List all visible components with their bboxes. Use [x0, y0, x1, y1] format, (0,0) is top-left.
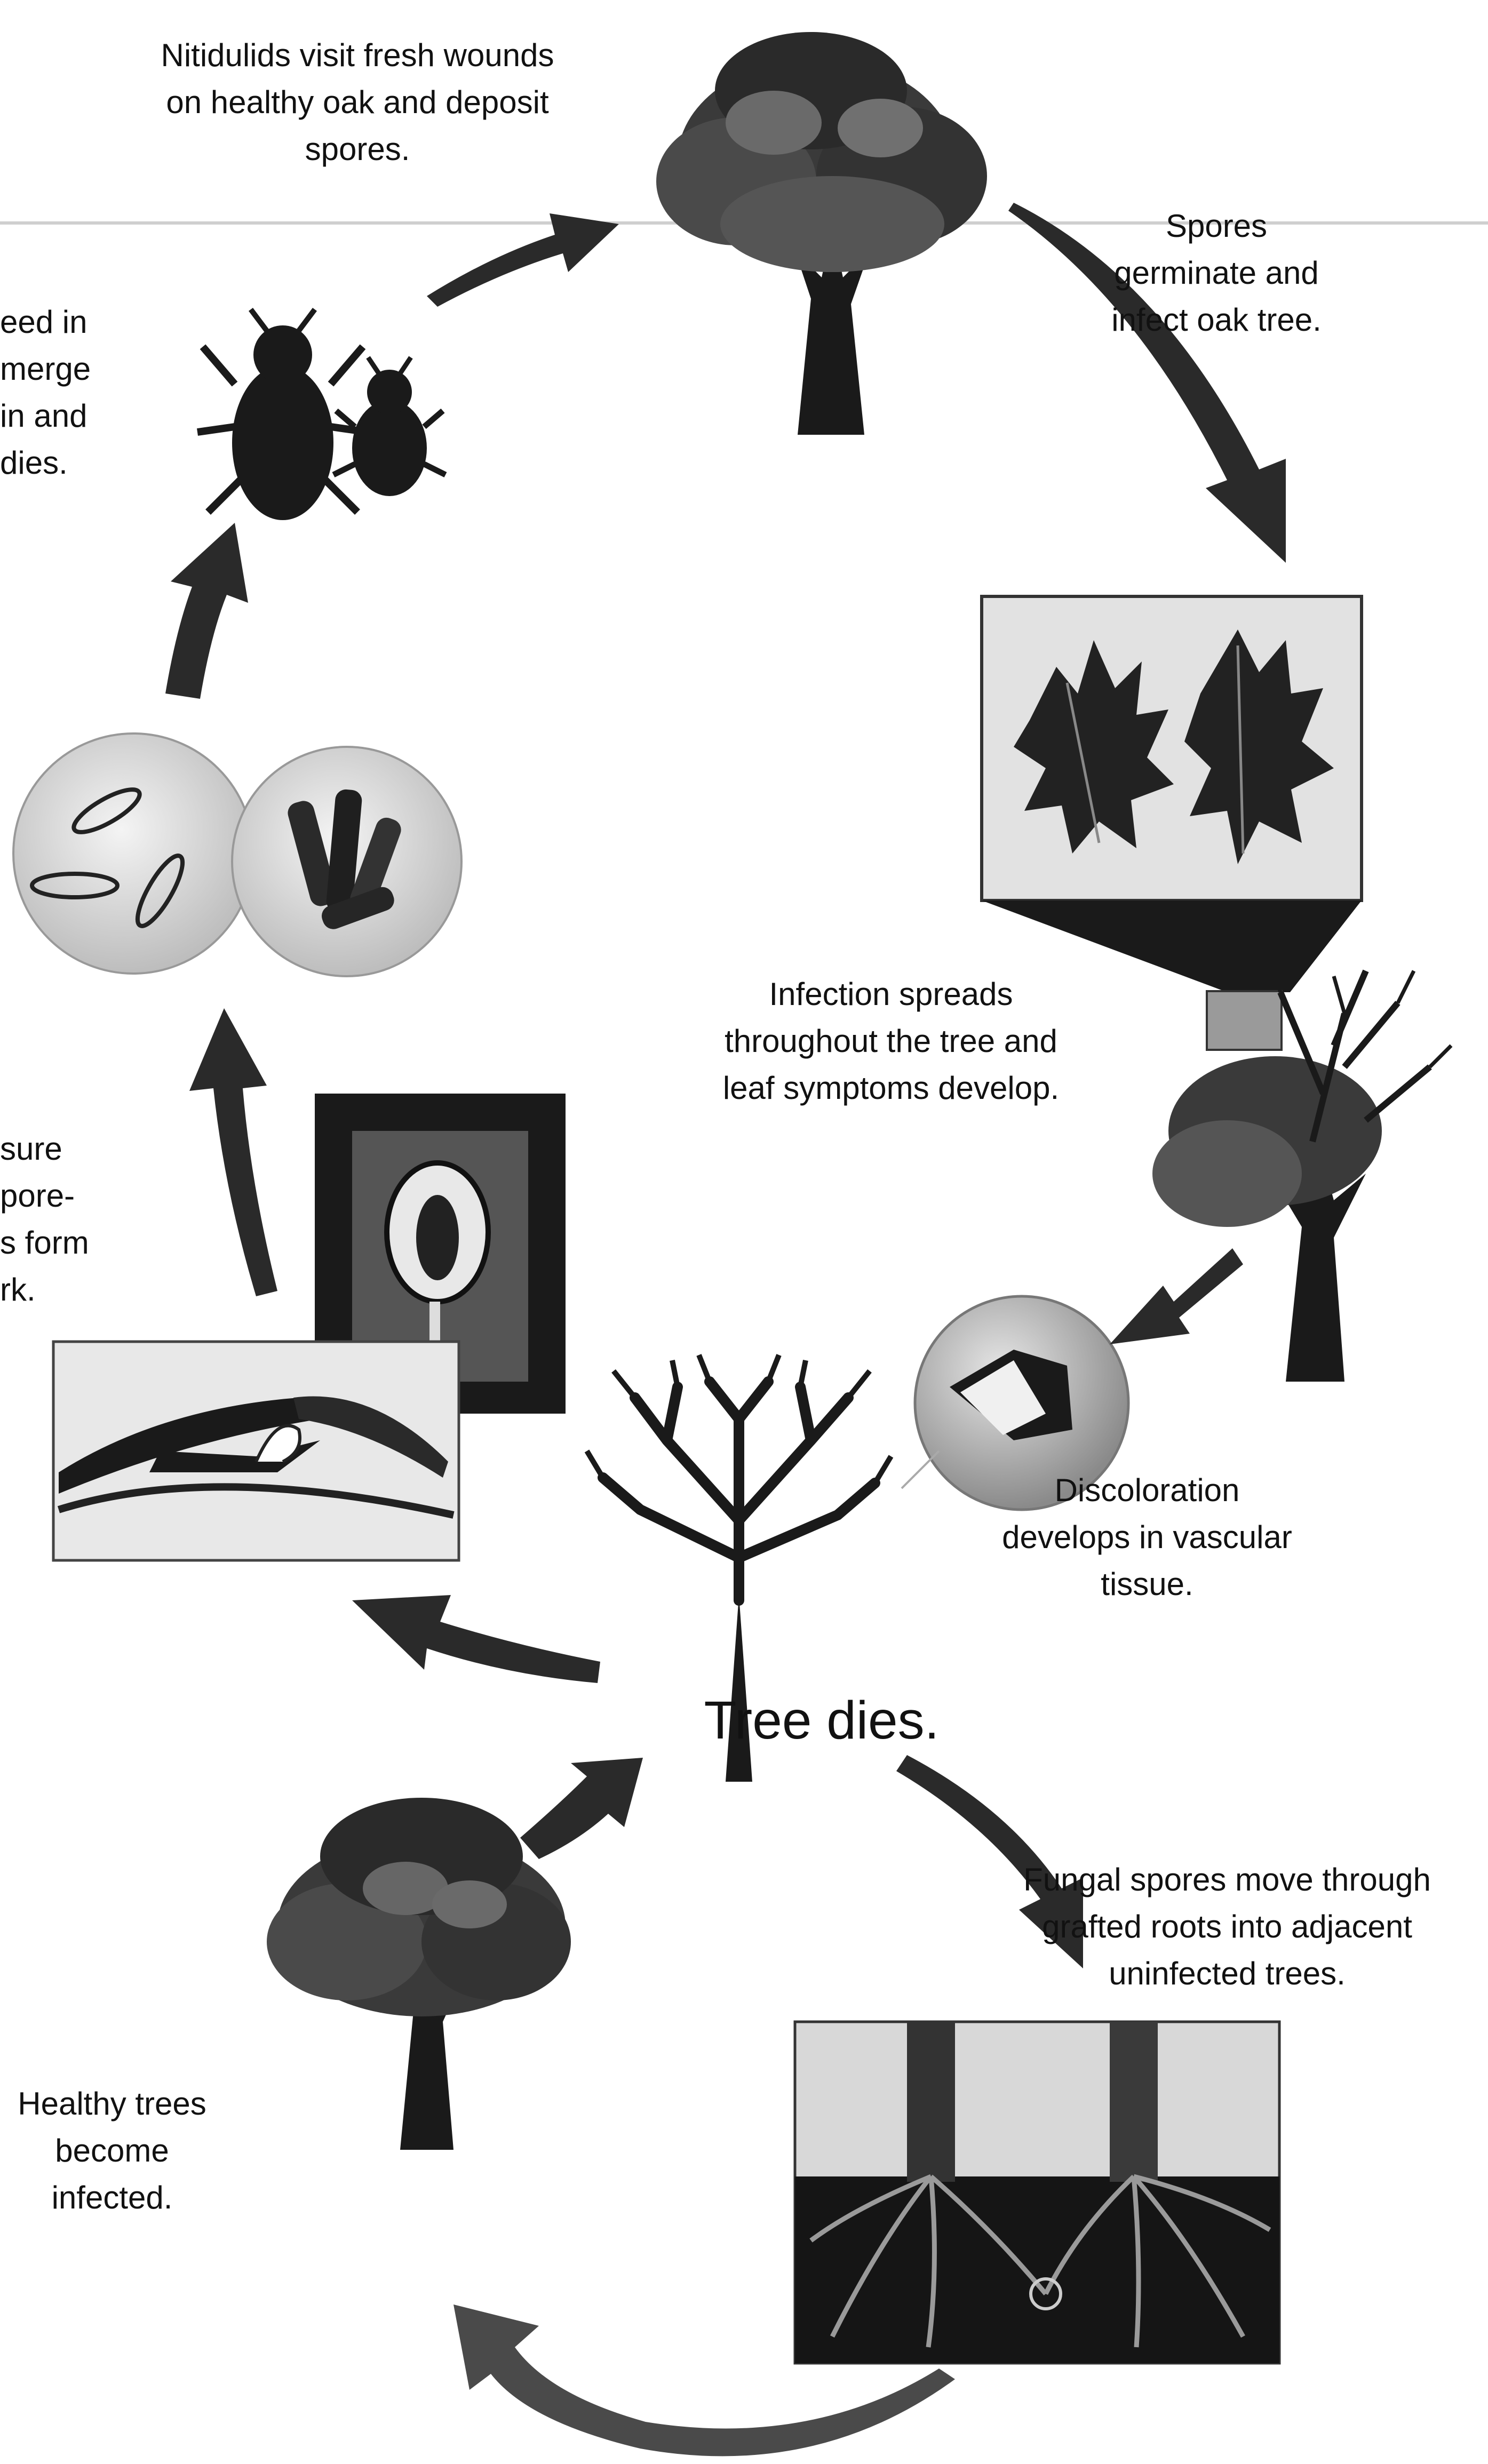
- arrow-spores-to-beetles: [165, 523, 248, 699]
- symptomatic-tree-icon: [1152, 960, 1451, 1382]
- healthy-tree-icon: [267, 1798, 571, 2150]
- label-infection-spreads: Infection spreads throughout the tree an…: [710, 971, 1072, 1112]
- fungal-mat-cross-section-icon: [53, 1342, 459, 1560]
- label-discoloration: Discoloration develops in vascular tissu…: [992, 1467, 1302, 1608]
- arrow-tree-to-wood: [1110, 1248, 1243, 1344]
- label-beetles-partial: eed in merge in and dies.: [0, 299, 107, 487]
- label-fungal-spores: Fungal spores move through grafted roots…: [971, 1856, 1483, 1997]
- label-spores-germinate: Spores germinate and infect oak tree.: [1099, 203, 1334, 344]
- fungal-spores-magnified-icon: [13, 733, 461, 976]
- root-graft-icon: [795, 2022, 1279, 2363]
- healthy-oak-tree-icon: [656, 32, 987, 435]
- arrow-beetles-to-oak: [427, 213, 619, 307]
- arrow-deadtree-to-mat: [352, 1595, 600, 1683]
- arrow-healthy-to-deadtree: [520, 1758, 643, 1859]
- label-nitidulids: Nitidulids visit fresh wounds on healthy…: [160, 32, 555, 173]
- label-pressure-partial: sure pore- s form rk.: [0, 1126, 93, 1313]
- label-tree-dies: Tree dies.: [678, 1691, 966, 1750]
- nitidulid-beetles-icon: [197, 309, 445, 520]
- label-healthy-trees: Healthy trees become infected.: [16, 2080, 208, 2221]
- arrow-pad-to-spores: [189, 1008, 277, 1296]
